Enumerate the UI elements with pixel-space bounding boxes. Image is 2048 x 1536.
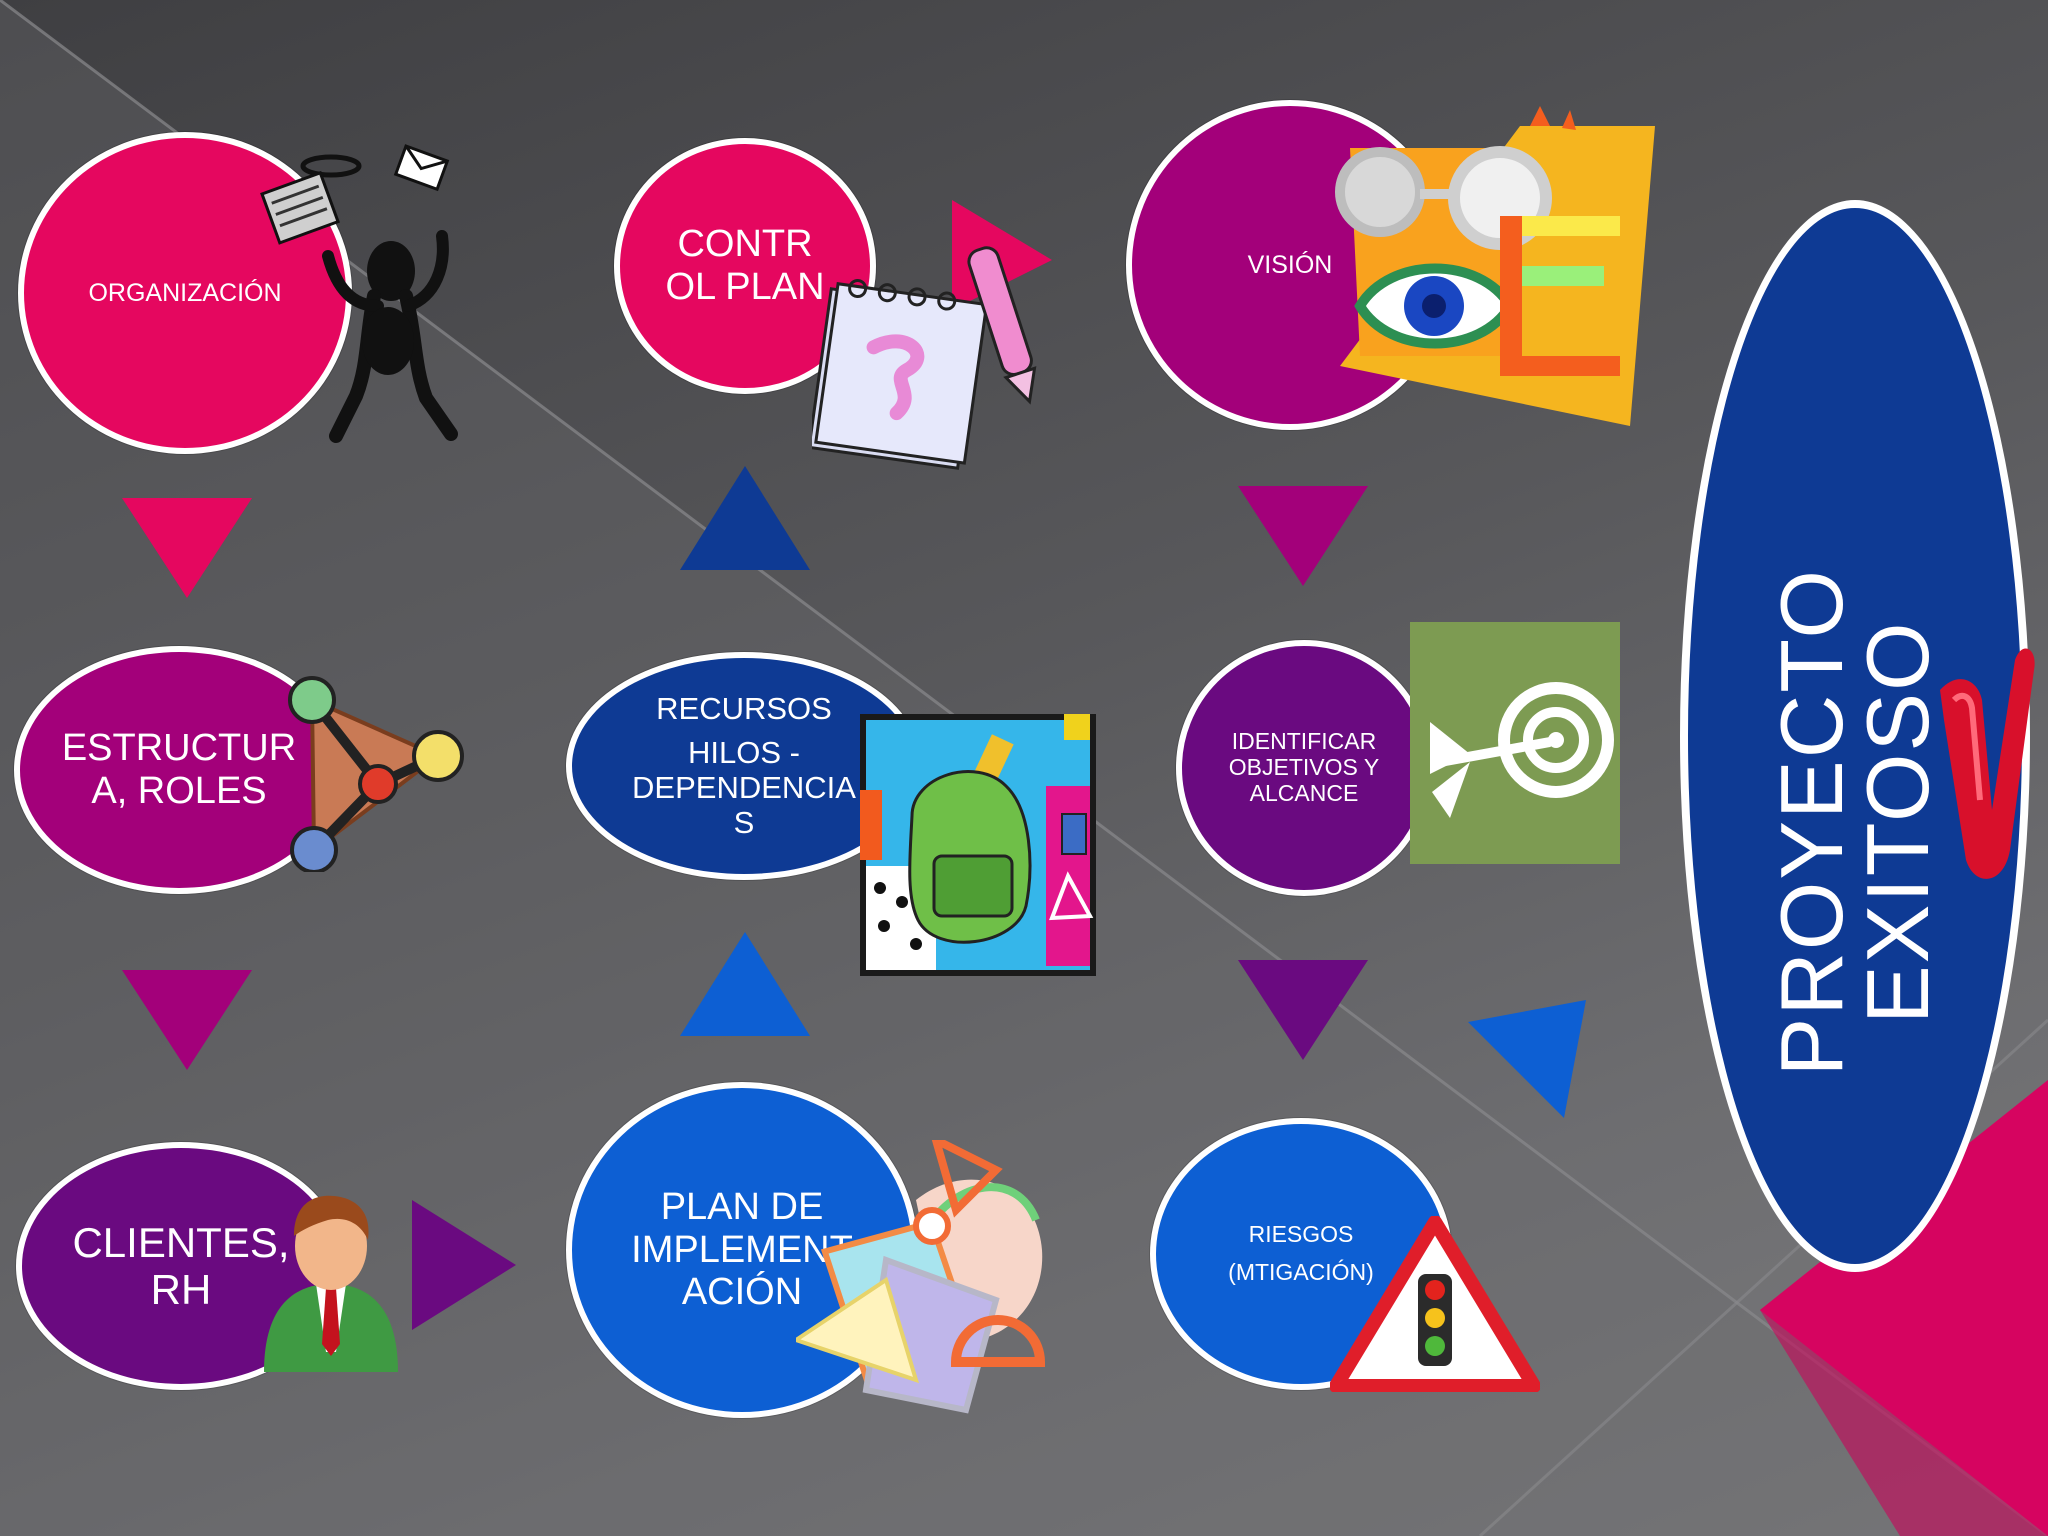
node-clientes-line-2: RH: [151, 1266, 212, 1313]
juggler-clipart: [256, 136, 486, 446]
node-control-plan-line-2: OL PLAN: [665, 266, 824, 309]
node-plan-line-3: ACIÓN: [682, 1271, 802, 1314]
node-estructura-line-2: A, ROLES: [91, 770, 266, 813]
notepad-pen-clipart: [812, 200, 1052, 470]
node-identificar-line-1: IDENTIFICAR: [1232, 729, 1376, 755]
node-recursos-line-3: DEPENDENCIA: [632, 771, 856, 806]
node-recursos-line-4: S: [734, 806, 755, 841]
node-recursos-line-1: RECURSOS: [656, 692, 832, 727]
node-identificar-line-2: OBJETIVOS Y: [1229, 755, 1379, 781]
arrow-down-4: [1238, 960, 1368, 1060]
node-control-plan-line-1: CONTR: [677, 223, 812, 266]
node-organizacion-label: ORGANIZACIÓN: [88, 279, 281, 307]
target-arrow-icon: [1410, 622, 1620, 864]
result-line-1: PROYECTO: [1769, 372, 1855, 1272]
traffic-light-warning-icon: [1330, 1216, 1540, 1392]
drafting-tools-clipart: [796, 1140, 1062, 1420]
red-checkmark-icon: [1930, 630, 2040, 890]
node-identificar: IDENTIFICAR OBJETIVOS Y ALCANCE: [1176, 640, 1432, 896]
arrow-down-1: [122, 498, 252, 598]
node-identificar-line-3: ALCANCE: [1250, 781, 1359, 807]
proyecto-exitoso-label: PROYECTO EXITOSO: [1769, 372, 1941, 1272]
eye-glasses-clipart: [1300, 106, 1670, 426]
backpack-school-clipart: [856, 706, 1116, 986]
node-estructura-line-1: ESTRUCTUR: [62, 727, 296, 770]
node-recursos-line-2: HILOS -: [688, 736, 800, 771]
arrow-down-3: [1238, 486, 1368, 586]
molecule-clipart: [288, 672, 488, 872]
arrow-down-2: [122, 970, 252, 1070]
result-line-2: EXITOSO: [1855, 372, 1941, 1272]
businessman-icon: [256, 1184, 406, 1374]
arrow-right-1: [412, 1200, 516, 1330]
arrow-up-1: [680, 466, 810, 570]
arrow-up-2: [680, 932, 810, 1036]
arrow-diagonal-1: [1468, 1000, 1592, 1120]
